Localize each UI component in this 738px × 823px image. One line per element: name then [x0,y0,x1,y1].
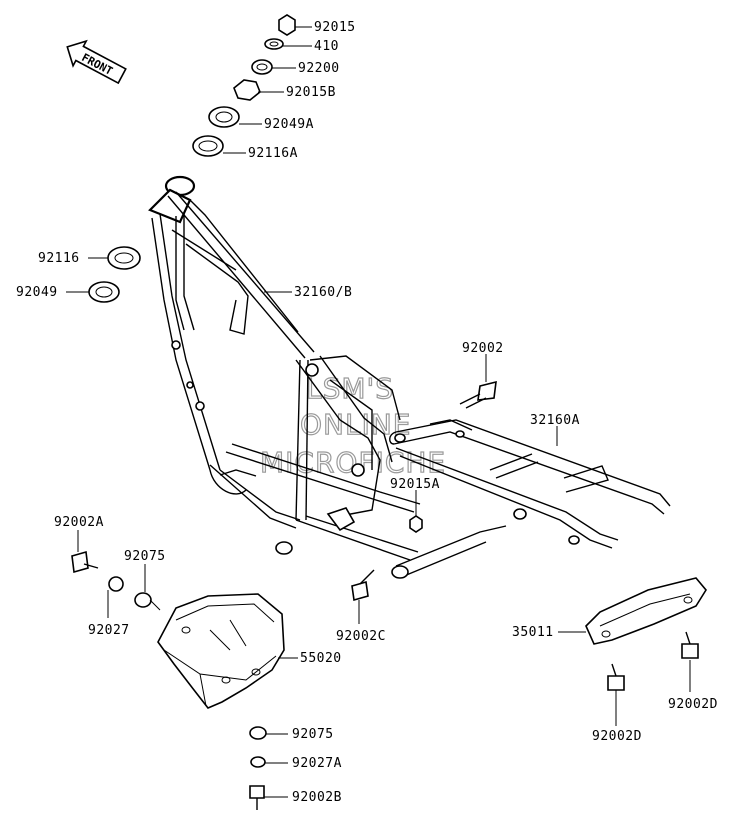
part-label-92002d-right: 92002D [668,697,718,712]
watermark-line-2: ONLINE [300,408,411,441]
watermark-line-1: LSM'S [306,372,394,405]
chain-guard-35011 [585,577,707,645]
part-label-92002: 92002 [462,341,504,356]
skid-plate-55020 [157,593,285,709]
part-label-55020: 55020 [300,651,342,666]
part-label-92049: 92049 [16,285,58,300]
part-label-92027a: 92027A [292,756,342,771]
part-label-410: 410 [314,39,339,54]
part-label-92015b: 92015B [286,85,336,100]
part-label-92002b: 92002B [292,790,342,805]
part-label-92002a: 92002A [54,515,104,530]
part-label-92015a: 92015A [390,477,440,492]
leader-lines [66,26,691,798]
part-label-92015: 92015 [314,20,356,35]
main-frame-32160 [148,175,421,561]
rear-subframe-32160A [389,419,671,579]
part-labels: 92015 410 92200 92015B 92049A 92116A 921… [16,20,718,805]
fasteners [71,380,699,810]
part-label-32160b: 32160/B [294,285,352,300]
part-label-35011: 35011 [512,625,554,640]
part-label-92116a: 92116A [248,146,298,161]
part-label-92049a: 92049A [264,117,314,132]
part-label-92002c: 92002C [336,629,386,644]
part-label-92027: 92027 [88,623,130,638]
part-label-32160a: 32160A [530,413,580,428]
front-direction-arrow-icon: FRONT [66,39,127,85]
part-label-92200: 92200 [298,61,340,76]
steering-stack-parts [88,14,296,303]
part-label-92075-upper: 92075 [124,549,166,564]
part-label-92075-lower: 92075 [292,727,334,742]
part-label-92116: 92116 [38,251,80,266]
part-label-92002d-left: 92002D [592,729,642,744]
